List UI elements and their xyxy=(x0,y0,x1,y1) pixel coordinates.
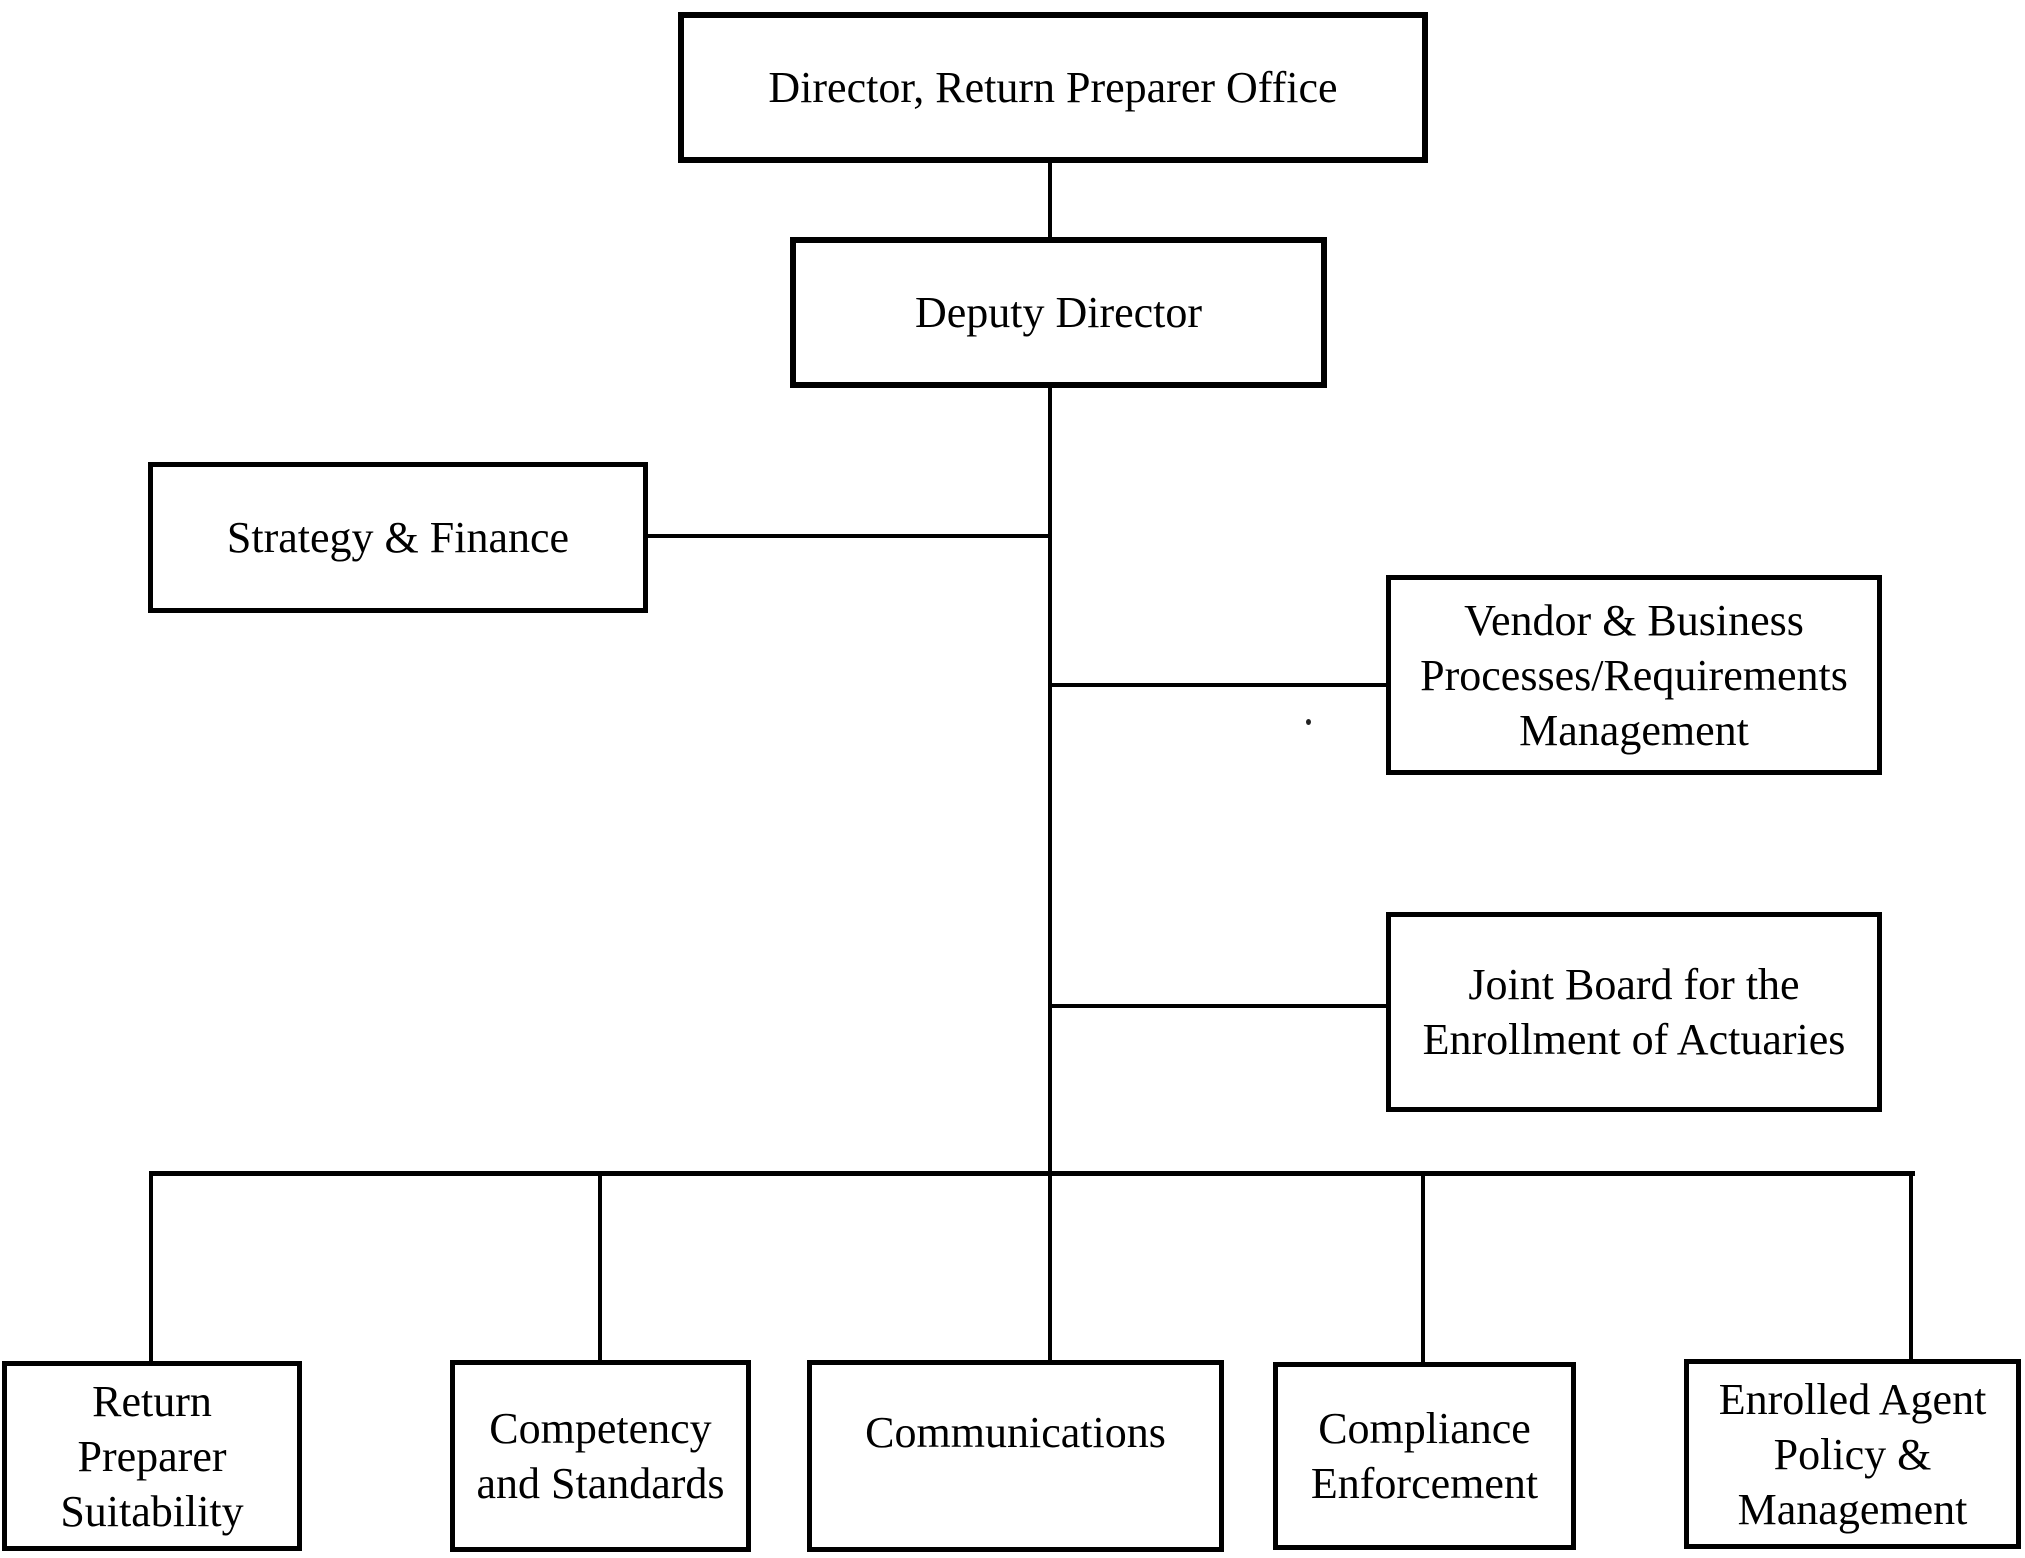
org-box-vendor-business-processes: Vendor & Business Processes/Requirements… xyxy=(1386,575,1882,775)
connector-vendor-business xyxy=(1050,683,1388,687)
org-box-communications: Communications xyxy=(807,1360,1224,1552)
org-box-label: Enforcement xyxy=(1310,1459,1539,1508)
connector-bottom-rail xyxy=(149,1171,1915,1176)
connector-trunk-vertical xyxy=(1048,386,1052,1362)
connector-drop-compliance-enforcement xyxy=(1421,1173,1425,1364)
org-box-return-preparer-suitability: Return Preparer Suitability xyxy=(2,1361,302,1551)
org-box-label: Suitability xyxy=(60,1486,244,1536)
org-box-label: Management xyxy=(1519,705,1749,755)
org-box-label: Management xyxy=(1737,1484,1968,1534)
org-box-compliance-enforcement: Compliance Enforcement xyxy=(1273,1362,1576,1550)
connector-joint-board xyxy=(1050,1004,1388,1008)
scan-speck xyxy=(1306,719,1311,725)
org-box-competency-and-standards: Competency and Standards xyxy=(450,1360,751,1552)
org-box-label: Enrollment of Actuaries xyxy=(1422,1015,1846,1064)
org-box-enrolled-agent-policy-management: Enrolled Agent Policy & Management xyxy=(1684,1359,2021,1549)
org-box-label: Preparer xyxy=(77,1431,227,1481)
connector-drop-competency-standards xyxy=(598,1173,602,1362)
org-box-label: and Standards xyxy=(476,1459,725,1508)
org-box-label: Joint Board for the xyxy=(1468,960,1800,1009)
org-box-strategy-finance: Strategy & Finance xyxy=(148,462,648,613)
connector-director-deputy xyxy=(1048,163,1052,239)
org-box-director: Director, Return Preparer Office xyxy=(678,12,1428,163)
connector-drop-enrolled-agent xyxy=(1909,1173,1913,1361)
org-box-label: Strategy & Finance xyxy=(226,513,570,562)
org-box-label: Compliance xyxy=(1318,1404,1531,1453)
connector-drop-return-preparer-suitability xyxy=(149,1173,153,1363)
org-box-label: Policy & xyxy=(1773,1429,1932,1479)
connector-strategy-finance xyxy=(645,534,1050,538)
org-box-joint-board-actuaries: Joint Board for the Enrollment of Actuar… xyxy=(1386,912,1882,1112)
org-box-label: Deputy Director xyxy=(914,288,1203,337)
org-box-label: Competency xyxy=(489,1404,712,1453)
org-box-label: Enrolled Agent xyxy=(1718,1374,1987,1424)
org-box-label: Processes/Requirements xyxy=(1420,650,1848,700)
org-box-label: Return xyxy=(92,1376,212,1426)
org-box-label: Vendor & Business xyxy=(1464,595,1804,645)
org-box-label: Director, Return Preparer Office xyxy=(768,63,1338,112)
org-box-deputy-director: Deputy Director xyxy=(790,237,1327,388)
org-box-label: Communications xyxy=(865,1407,1166,1457)
